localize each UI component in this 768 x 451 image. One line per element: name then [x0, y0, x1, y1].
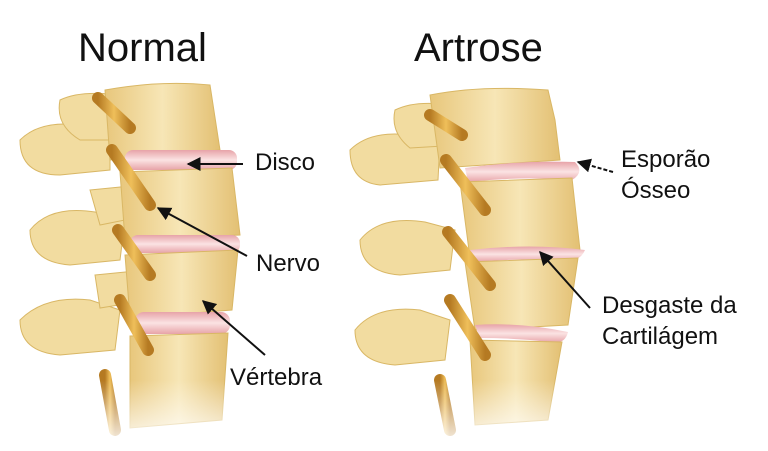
pointer-arrows — [156, 157, 614, 356]
label-bone-spur-line2: Ósseo — [621, 177, 691, 204]
label-disc: Disco — [255, 149, 316, 176]
title-arthrosis: Artrose — [414, 26, 543, 70]
label-bone-spur-line1: Esporão — [621, 146, 711, 173]
cartilage-wear-arrow — [539, 250, 591, 309]
label-nerve: Nervo — [256, 250, 321, 277]
arthrosis-spine — [349, 87, 585, 436]
label-cartilage-wear-line2: Cartilágem — [602, 323, 719, 350]
label-vertebra: Vértebra — [230, 364, 323, 391]
nerve-arrow — [156, 207, 248, 257]
label-cartilage-wear-line1: Desgaste da — [602, 292, 737, 319]
vertebra-arrow — [201, 300, 266, 356]
title-normal: Normal — [78, 26, 207, 70]
bone-spur-arrow — [576, 158, 614, 173]
normal-spine — [19, 82, 241, 436]
